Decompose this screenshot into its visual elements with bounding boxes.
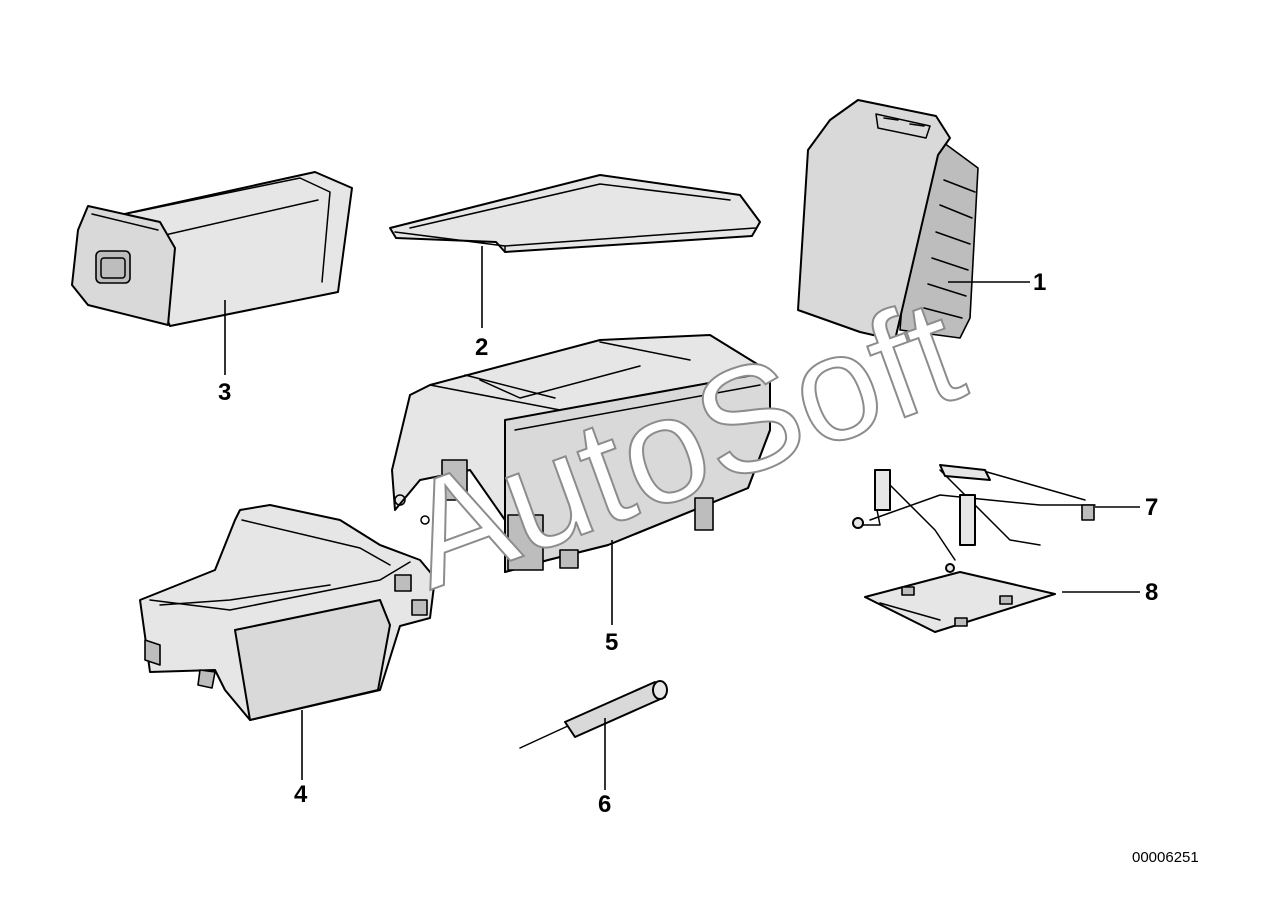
part-2-lid[interactable] xyxy=(389,174,761,253)
callout-2: 2 xyxy=(475,334,488,361)
callout-1: 1 xyxy=(1033,269,1046,296)
diagram-code: 00006251 xyxy=(1132,849,1199,866)
callout-4: 4 xyxy=(294,781,308,808)
part-7-mounting-bracket[interactable] xyxy=(852,464,1096,573)
watermark-text: AutoSoft xyxy=(383,265,981,620)
part-4-front-console[interactable] xyxy=(139,504,436,721)
callout-5: 5 xyxy=(605,629,618,656)
callout-8: 8 xyxy=(1145,579,1158,606)
callout-7: 7 xyxy=(1145,494,1158,521)
part-6-gas-strut[interactable] xyxy=(519,680,668,749)
part-8-cover-plate[interactable] xyxy=(864,571,1056,633)
part-5-console-body[interactable] xyxy=(391,334,771,573)
part-1-armrest-cover[interactable] xyxy=(797,99,979,341)
callout-6: 6 xyxy=(598,791,611,818)
callout-3: 3 xyxy=(218,379,231,406)
part-3-storage-tray[interactable] xyxy=(71,171,353,327)
